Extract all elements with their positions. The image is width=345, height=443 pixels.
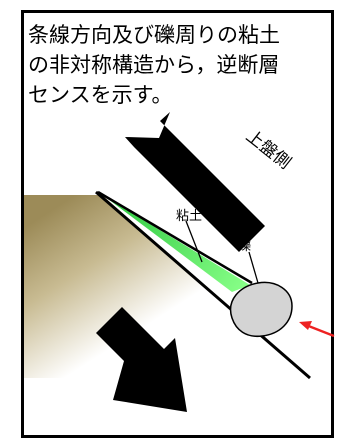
figure-caption: 条線方向及び礫周りの粘土 の非対称構造から，逆断層 センスを示す。 [28, 23, 280, 107]
clay-upper-edge [97, 190, 253, 285]
clay-leader-line [185, 220, 203, 263]
gravel-label: 礫 [238, 238, 251, 254]
arrow-down-right-icon [96, 307, 187, 412]
clay-label: 粘土 [176, 209, 202, 224]
gravel-clast [229, 281, 293, 338]
upper-plate-label: 上盤側 [242, 126, 295, 173]
arrow-up-left-icon [125, 112, 265, 252]
fault-plane-line [95, 190, 311, 380]
clay-wedge [104, 196, 250, 292]
gravel-leader-line [248, 251, 259, 284]
sediment-block [24, 195, 310, 378]
red-arrow-icon [299, 321, 335, 338]
